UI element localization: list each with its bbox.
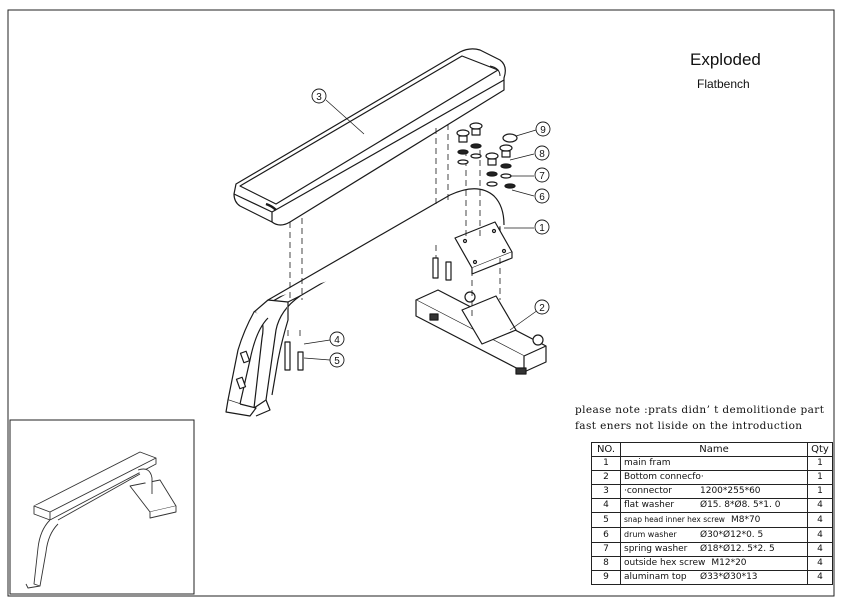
row-qty: 4: [807, 556, 833, 571]
row-no: 3: [591, 484, 621, 499]
row-spec: 1200*255*60: [700, 486, 761, 496]
row-qty: 4: [807, 527, 833, 543]
row-qty: 1: [807, 456, 833, 471]
table-row: 8 outside hex screw M12*20 4: [591, 556, 833, 571]
row-name-cell: aluminam top Ø33*Ø30*13: [620, 570, 808, 585]
row-name-cell: drum washer Ø30*Ø12*0. 5: [620, 527, 808, 543]
row-no: 2: [591, 470, 621, 485]
row-spec: Ø15. 8*Ø8. 5*1. 0: [700, 500, 781, 510]
table-row: 3 ·connector 1200*255*60 1: [591, 484, 833, 499]
callout-4-circle: [329, 331, 345, 347]
row-no: 8: [591, 556, 621, 571]
table-row: 2 Bottom connecfo· 1: [591, 470, 833, 485]
header-name: Name: [620, 442, 808, 457]
lower-bolts: [284, 257, 452, 371]
main-frame: [225, 188, 505, 417]
callout-9-circle: [535, 121, 551, 137]
table-row: 9 aluminam top Ø33*Ø30*13 4: [591, 570, 833, 585]
callout-3-circle: [311, 88, 327, 104]
row-name-cell: outside hex screw M12*20: [620, 556, 808, 571]
row-name: spring washer: [624, 544, 688, 554]
row-spec: Ø30*Ø12*0. 5: [700, 530, 764, 540]
row-qty: 1: [807, 470, 833, 485]
exploded-view: [225, 48, 547, 417]
seat-pad: [233, 48, 506, 226]
callout-5: 5: [334, 356, 340, 367]
callout-8: 8: [539, 149, 545, 160]
row-name: ·connector: [624, 486, 672, 496]
row-qty: 4: [807, 498, 833, 513]
row-no: 5: [591, 512, 621, 528]
alignment-lines: [287, 124, 501, 340]
callout-3: 3: [316, 92, 322, 103]
row-no: 7: [591, 542, 621, 557]
callout-2-circle: [534, 299, 550, 315]
row-qty: 1: [807, 484, 833, 499]
row-no: 4: [591, 498, 621, 513]
header-no: NO.: [591, 442, 621, 457]
callout-7-circle: [534, 167, 550, 183]
row-name-cell: ·connector 1200*255*60: [620, 484, 808, 499]
note-line-1: please note :prats didn’ t demolitionde …: [575, 404, 825, 416]
row-no: 6: [591, 527, 621, 543]
row-name-cell: Bottom connecfo·: [620, 470, 808, 485]
mounting-bracket: [454, 221, 513, 275]
sheet-border: [7, 9, 835, 597]
header-qty: Qty: [807, 442, 833, 457]
row-name-cell: main fram: [620, 456, 808, 471]
row-name: main fram: [624, 458, 671, 468]
callout-6: 6: [539, 192, 545, 203]
row-spec: Ø18*Ø12. 5*2. 5: [700, 544, 775, 554]
table-row: 1 main fram 1: [591, 456, 833, 471]
drawing-subtitle: Flatbench: [697, 77, 750, 91]
row-qty: 4: [807, 570, 833, 585]
table-row: 6 drum washer Ø30*Ø12*0. 5 4: [591, 527, 833, 543]
row-name-cell: flat washer Ø15. 8*Ø8. 5*1. 0: [620, 498, 808, 513]
table-row: 7 spring washer Ø18*Ø12. 5*2. 5 4: [591, 542, 833, 557]
table-row: 5 snap head inner hex screw M8*70 4: [591, 512, 833, 528]
table-row: 4 flat washer Ø15. 8*Ø8. 5*1. 0 4: [591, 498, 833, 513]
row-spec: Ø33*Ø30*13: [700, 572, 758, 582]
callout-4: 4: [334, 335, 340, 346]
leader-lines: [303, 99, 539, 361]
row-spec: M12*20: [711, 558, 747, 568]
callout-2: 2: [539, 303, 545, 314]
row-qty: 4: [807, 512, 833, 528]
callout-1-circle: [534, 219, 550, 235]
row-name: Bottom connecfo·: [624, 472, 704, 482]
parts-list-table: NO. Name Qty 1 main fram 1 2 Bottom conn…: [591, 442, 833, 585]
row-no: 1: [591, 456, 621, 471]
inset-frame: [9, 419, 195, 595]
hardware-stacks: [456, 122, 518, 189]
row-name-cell: spring washer Ø18*Ø12. 5*2. 5: [620, 542, 808, 557]
assembled-view-inset: [9, 419, 195, 595]
row-spec: M8*70: [730, 515, 761, 525]
row-name: snap head inner hex screw: [624, 515, 725, 524]
row-no: 9: [591, 570, 621, 585]
note-line-2: fast eners not liside on the introductio…: [575, 420, 803, 432]
table-header-row: NO. Name Qty: [591, 442, 833, 457]
row-name: drum washer: [624, 530, 677, 539]
row-name: flat washer: [624, 500, 675, 510]
callout-6-circle: [534, 188, 550, 204]
callout-labels: 3 1 2 4 5 6 7 8 9: [316, 92, 546, 367]
callout-9: 9: [540, 125, 546, 136]
callouts: [311, 88, 551, 368]
bottom-connector: [415, 289, 547, 375]
callout-1: 1: [539, 223, 545, 234]
row-name-cell: snap head inner hex screw M8*70: [620, 512, 808, 528]
row-qty: 4: [807, 542, 833, 557]
row-name: outside hex screw: [624, 558, 706, 568]
drawing-title: Exploded: [690, 50, 761, 69]
callout-5-circle: [329, 352, 345, 368]
callout-7: 7: [539, 171, 545, 182]
row-name: aluminam top: [624, 572, 687, 582]
callout-8-circle: [534, 145, 550, 161]
